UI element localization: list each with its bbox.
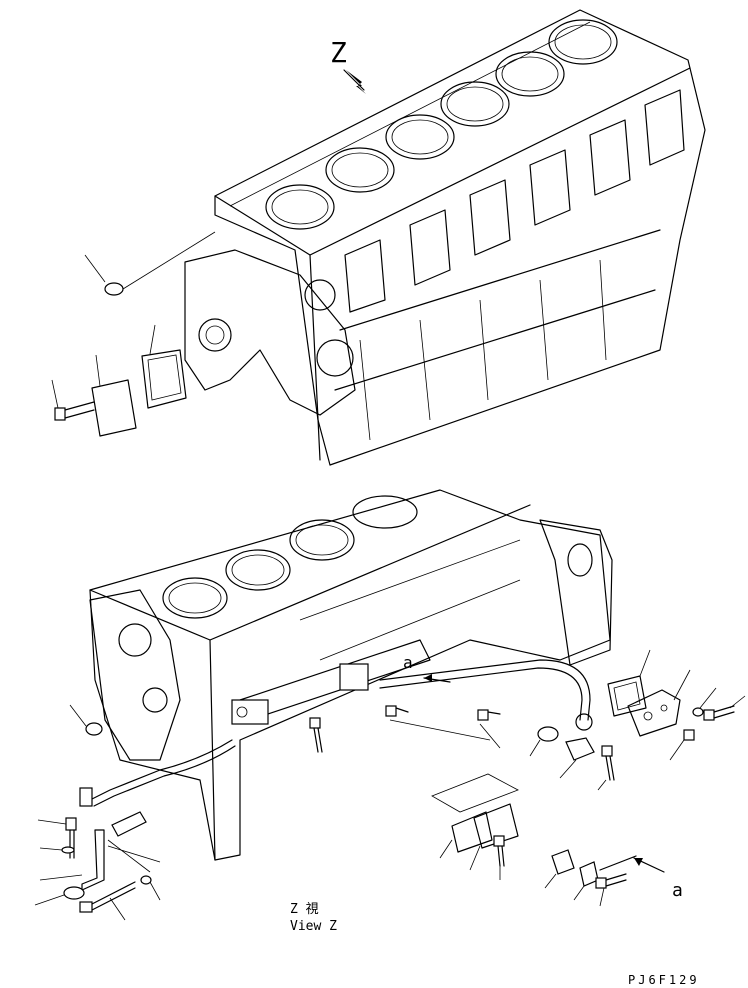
lower-left-bracket <box>39 829 105 891</box>
view-caption-line2: View Z <box>290 919 337 934</box>
lower-left-nut <box>34 886 85 906</box>
view-z-arrow: Z <box>330 36 366 94</box>
lower-left-leader <box>107 839 161 873</box>
lower-engine-block <box>89 489 613 861</box>
lower-left-washer <box>39 846 75 854</box>
detail-label-lower: a <box>672 880 683 901</box>
upper-gasket <box>141 324 187 409</box>
lower-left-plug <box>69 704 103 736</box>
upper-bolt <box>51 379 95 421</box>
lower-center-bolts <box>309 705 501 753</box>
lower-harness <box>79 739 236 837</box>
view-caption-line1: Z 視 <box>290 902 319 917</box>
lower-left-bolt <box>37 817 77 859</box>
upper-cover-plate <box>91 354 137 437</box>
drawing-code: PJ6F129 <box>628 973 700 987</box>
upper-detail-a: a <box>403 653 451 683</box>
detail-label-upper: a <box>403 653 413 672</box>
lower-middle-fittings <box>529 726 615 791</box>
lower-right-cover <box>627 669 691 737</box>
lower-right-bolt-2 <box>669 729 695 761</box>
bottom-middle-parts <box>431 773 637 907</box>
view-marker-z: Z <box>330 36 347 69</box>
lower-left-washer-small <box>140 875 161 901</box>
lower-detail-a: a <box>633 857 683 901</box>
upper-engine-block <box>184 9 706 466</box>
view-caption: Z 視 View Z <box>290 902 337 934</box>
lower-right-gasket <box>607 649 651 717</box>
lower-right-washer <box>692 687 717 717</box>
lower-left-long-bolt <box>79 881 136 921</box>
upper-plug <box>84 231 216 296</box>
lower-right-bolt <box>703 695 746 721</box>
